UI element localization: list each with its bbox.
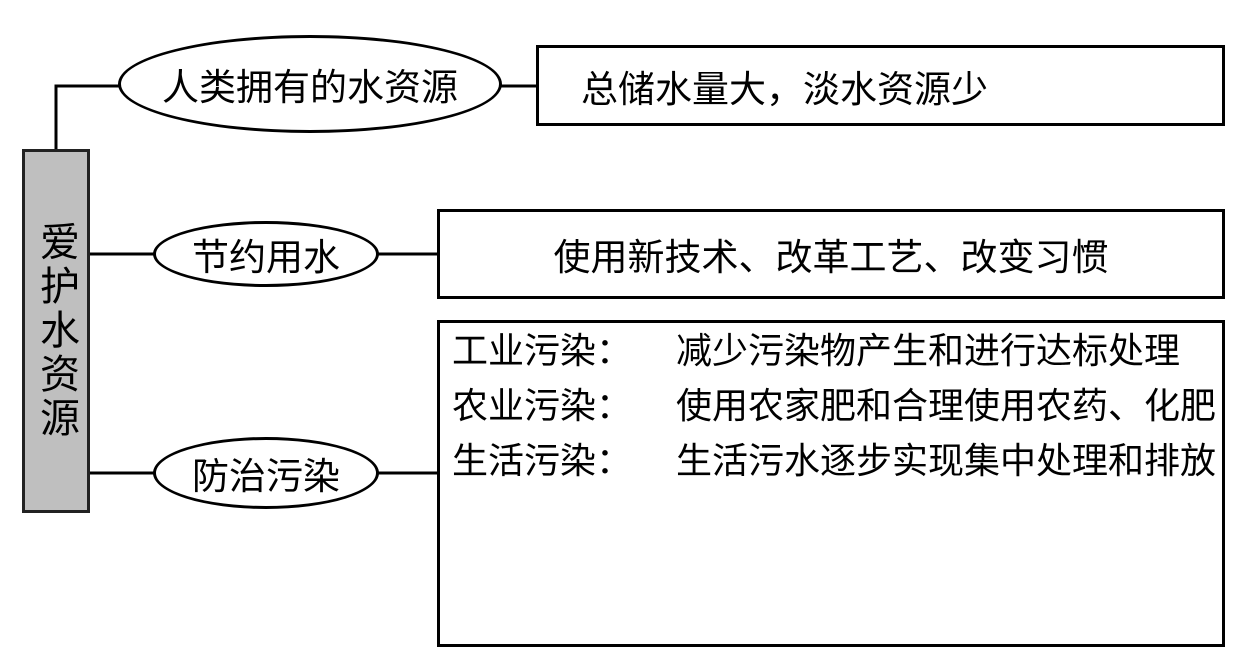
branch-label: 防治污染: [192, 455, 340, 498]
content-text: 总储水量大，淡水资源少: [581, 67, 988, 111]
pollution-item-agricultural: 农业污染： 使用农家肥和合理使用农药、化肥: [452, 382, 1222, 432]
pollution-type-label: 农业污染：: [452, 386, 633, 427]
root-label: 爱护水资源: [33, 221, 79, 441]
content-box-pollution-control: 工业污染： 减少污染物产生和进行达标处理 农业污染： 使用农家肥和合理使用农药、…: [437, 320, 1225, 647]
branch-node-pollution-control: 防治污染: [153, 437, 379, 509]
root-node: 爱护水资源: [22, 149, 90, 513]
branch-node-water-resources: 人类拥有的水资源: [118, 35, 502, 133]
pollution-measure-text: 生活污水逐步实现集中处理和排放: [676, 441, 1217, 482]
pollution-item-domestic: 生活污染： 生活污水逐步实现集中处理和排放: [452, 437, 1222, 487]
content-box-water-resources: 总储水量大，淡水资源少: [536, 45, 1225, 126]
content-text: 使用新技术、改革工艺、改变习惯: [553, 236, 1109, 279]
branch-node-save-water: 节约用水: [153, 221, 379, 287]
branch-label: 节约用水: [192, 236, 340, 279]
content-box-save-water: 使用新技术、改革工艺、改变习惯: [437, 209, 1225, 299]
pollution-type-label: 工业污染：: [452, 331, 633, 372]
connector-branch-1: [54, 84, 121, 149]
pollution-measure-text: 减少污染物产生和进行达标处理: [676, 331, 1181, 372]
pollution-measure-text: 使用农家肥和合理使用农药、化肥: [676, 386, 1217, 427]
pollution-item-industrial: 工业污染： 减少污染物产生和进行达标处理: [452, 327, 1222, 377]
branch-label: 人类拥有的水资源: [162, 66, 458, 109]
pollution-type-label: 生活污染：: [452, 441, 633, 482]
